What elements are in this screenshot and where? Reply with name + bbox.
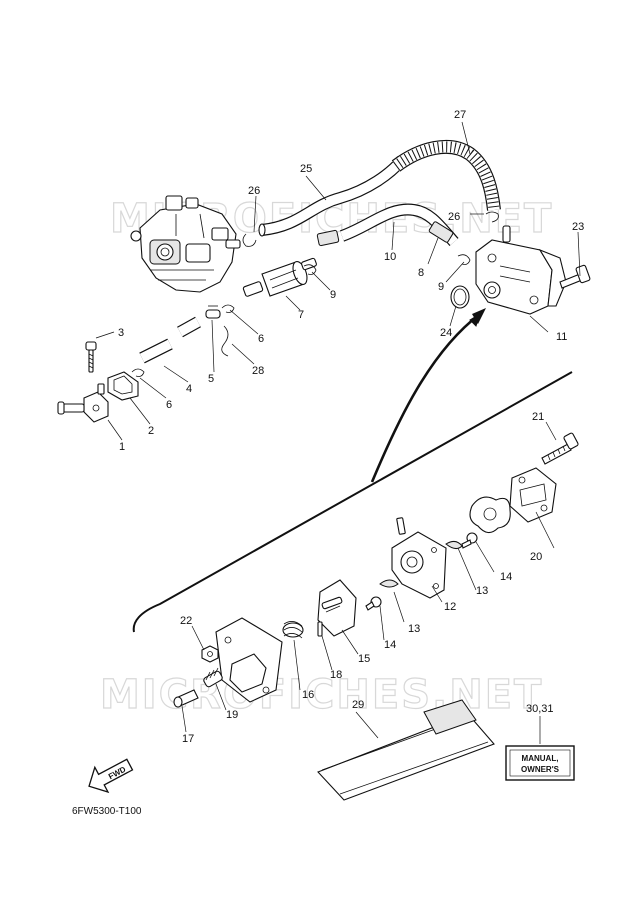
clip-6b [221, 304, 235, 313]
pump-base-housing [215, 617, 283, 703]
callout-28: 28 [252, 365, 264, 377]
callout-6b: 6 [258, 333, 264, 345]
callout-9a: 9 [330, 289, 336, 301]
clip-26a [242, 233, 257, 247]
callout-29: 29 [352, 699, 364, 711]
gasket-2 [107, 371, 139, 401]
fuel-filter-7 [242, 257, 317, 297]
owners-manual-label: MANUAL, OWNER'S [505, 745, 575, 781]
callout-26b: 26 [448, 211, 460, 223]
callout-16: 16 [302, 689, 314, 701]
pump-body-12 [391, 517, 447, 599]
fuel-pump-11 [475, 225, 567, 315]
callout-6a: 6 [166, 399, 172, 411]
callout-8: 8 [418, 267, 424, 279]
callout-26a: 26 [248, 185, 260, 197]
valve-13b [379, 579, 399, 588]
clip-26b [485, 211, 499, 223]
callout-27: 27 [454, 109, 466, 121]
screw-3 [85, 341, 97, 373]
hose-4 [139, 316, 201, 364]
callout-15: 15 [358, 653, 370, 665]
callout-22: 22 [180, 615, 192, 627]
screw-14b [365, 596, 382, 611]
clip-9a [303, 264, 317, 275]
callout-7: 7 [298, 309, 304, 321]
callout-4: 4 [186, 383, 192, 395]
callout-14a: 14 [500, 571, 512, 583]
clamp-5 [205, 305, 221, 319]
callout-1: 1 [119, 441, 125, 453]
callout-18: 18 [330, 669, 342, 681]
callout-21: 21 [532, 411, 544, 423]
callout-30-31: 30,31 [526, 703, 554, 715]
diaphragm-gasket-20 [469, 496, 511, 534]
valve-13a [445, 540, 463, 550]
clip-6a [131, 368, 145, 377]
leader-lines [95, 121, 581, 744]
diaphragm-15 [317, 579, 357, 637]
cover-20 [509, 467, 557, 523]
fwd-arrow-icon: FWD [88, 758, 134, 794]
fuel-hose-25 [258, 155, 407, 237]
exploded-view-bracket [132, 371, 573, 633]
bolt-21 [541, 432, 579, 465]
callout-10: 10 [384, 251, 396, 263]
callout-11: 11 [556, 331, 567, 343]
manual-bag-29 [317, 699, 495, 801]
fuel-joint-1 [57, 383, 109, 423]
callout-3: 3 [118, 327, 124, 339]
callout-2: 2 [148, 425, 154, 437]
callout-24: 24 [440, 327, 452, 339]
manual-label-line2: OWNER'S [521, 765, 560, 774]
callout-19: 19 [226, 709, 238, 721]
clip-9b [457, 254, 471, 265]
callout-14b: 14 [384, 639, 396, 651]
carburetor-illustration [130, 195, 241, 293]
manual-label-line1: MANUAL, [522, 754, 559, 763]
callout-17: 17 [182, 733, 194, 745]
pin-18 [317, 621, 323, 637]
assembly-arrow [370, 312, 481, 483]
callout-23: 23 [572, 221, 584, 233]
spring-16 [282, 621, 304, 639]
callout-13b: 13 [408, 623, 420, 635]
fuel-hose-10 [316, 203, 459, 247]
screw-14a [461, 532, 478, 549]
spring-19 [203, 667, 223, 688]
callout-25: 25 [300, 163, 312, 175]
callout-9b: 9 [438, 281, 444, 293]
diagram-code: 6FW5300-T100 [72, 806, 142, 817]
clip-28 [221, 325, 229, 357]
callout-12: 12 [444, 601, 456, 613]
watermark-bottom: MICROFICHES.NET [100, 672, 543, 718]
callout-5: 5 [208, 373, 214, 385]
plunger-17 [173, 689, 199, 708]
nut-22 [201, 645, 219, 663]
callout-13a: 13 [476, 585, 488, 597]
callout-20: 20 [530, 551, 542, 563]
